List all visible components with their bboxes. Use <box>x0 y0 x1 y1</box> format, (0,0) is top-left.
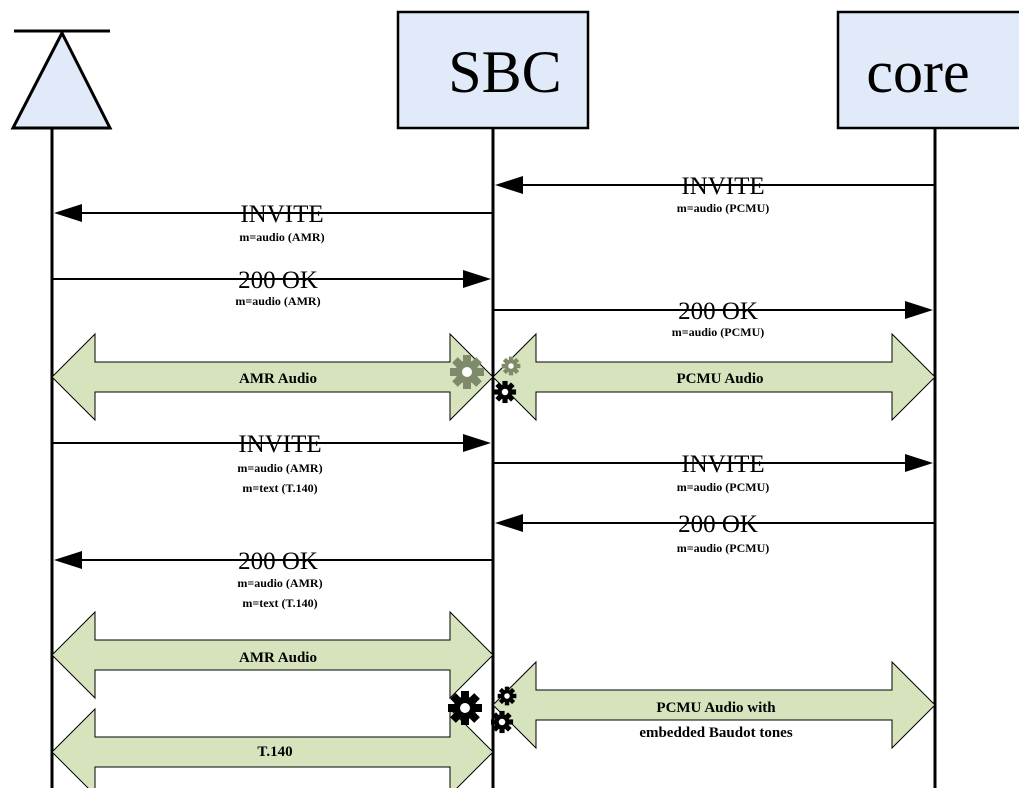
media-stream-amr-audio: AMR Audio <box>51 610 494 700</box>
media-label: AMR Audio <box>239 371 317 387</box>
message-invite-core-to-sbc: INVITE m=audio (PCMU) <box>495 173 935 215</box>
antenna-icon <box>10 29 113 130</box>
media-label: T.140 <box>257 744 292 760</box>
sbc-label: SBC <box>448 39 561 105</box>
media-stream-pcmu-baudot: PCMU Audio with embedded Baudot tones <box>492 660 936 750</box>
media-label: embedded Baudot tones <box>639 725 793 741</box>
media-label: AMR Audio <box>239 650 317 666</box>
message-label: INVITE <box>681 451 764 478</box>
sdp-line: m=text (T.140) <box>242 481 317 495</box>
media-label: PCMU Audio <box>676 371 763 387</box>
message-200ok-sbc-to-ue: 200 OK m=audio (AMR) m=text (T.140) <box>54 548 493 610</box>
message-label: INVITE <box>240 201 323 228</box>
message-label: 200 OK <box>678 511 758 538</box>
sdp-line: m=audio (PCMU) <box>677 480 770 494</box>
message-200ok-ue-to-sbc: 200 OK m=audio (AMR) <box>52 267 491 308</box>
sbc-entity: SBC <box>396 10 590 130</box>
sdp-line: m=audio (PCMU) <box>677 541 770 555</box>
message-label: INVITE <box>238 431 321 458</box>
media-label: PCMU Audio with <box>656 700 776 716</box>
sdp-line: m=audio (PCMU) <box>672 325 765 339</box>
sdp-line: m=audio (AMR) <box>239 230 324 244</box>
message-invite-sbc-to-ue: INVITE m=audio (AMR) <box>54 201 493 244</box>
message-200ok-core-to-sbc: 200 OK m=audio (PCMU) <box>495 511 935 555</box>
sdp-line: m=audio (AMR) <box>237 461 322 475</box>
message-invite-sbc-to-core: INVITE m=audio (PCMU) <box>493 451 933 494</box>
sdp-line: m=audio (AMR) <box>235 294 320 308</box>
message-200ok-sbc-to-core: 200 OK m=audio (PCMU) <box>493 298 933 339</box>
message-label: INVITE <box>681 173 764 200</box>
sdp-line: m=audio (AMR) <box>237 576 322 590</box>
message-label: 200 OK <box>678 298 758 325</box>
media-stream-amr-audio: AMR Audio <box>51 332 494 422</box>
core-label: core <box>866 39 969 105</box>
media-stream-pcmu-audio: PCMU Audio <box>492 332 936 422</box>
message-label: 200 OK <box>238 548 318 575</box>
core-entity: core <box>836 10 1019 130</box>
message-label: 200 OK <box>238 267 318 294</box>
sdp-line: m=audio (PCMU) <box>677 201 770 215</box>
media-stream-t140: T.140 <box>51 707 494 788</box>
sdp-line: m=text (T.140) <box>242 596 317 610</box>
message-invite-ue-to-sbc: INVITE m=audio (AMR) m=text (T.140) <box>52 431 491 495</box>
